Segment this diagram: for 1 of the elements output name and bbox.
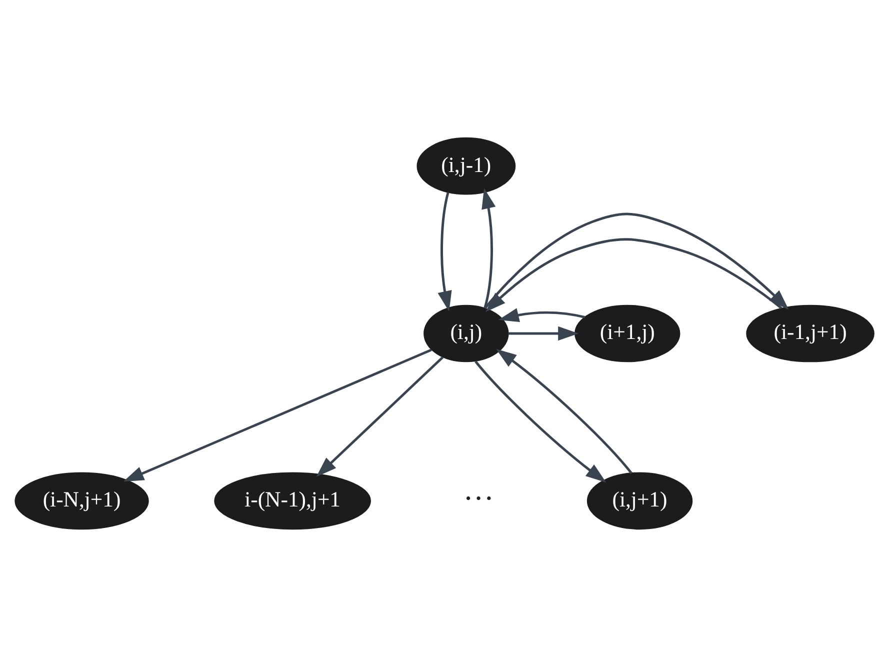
label: ···	[463, 480, 494, 516]
